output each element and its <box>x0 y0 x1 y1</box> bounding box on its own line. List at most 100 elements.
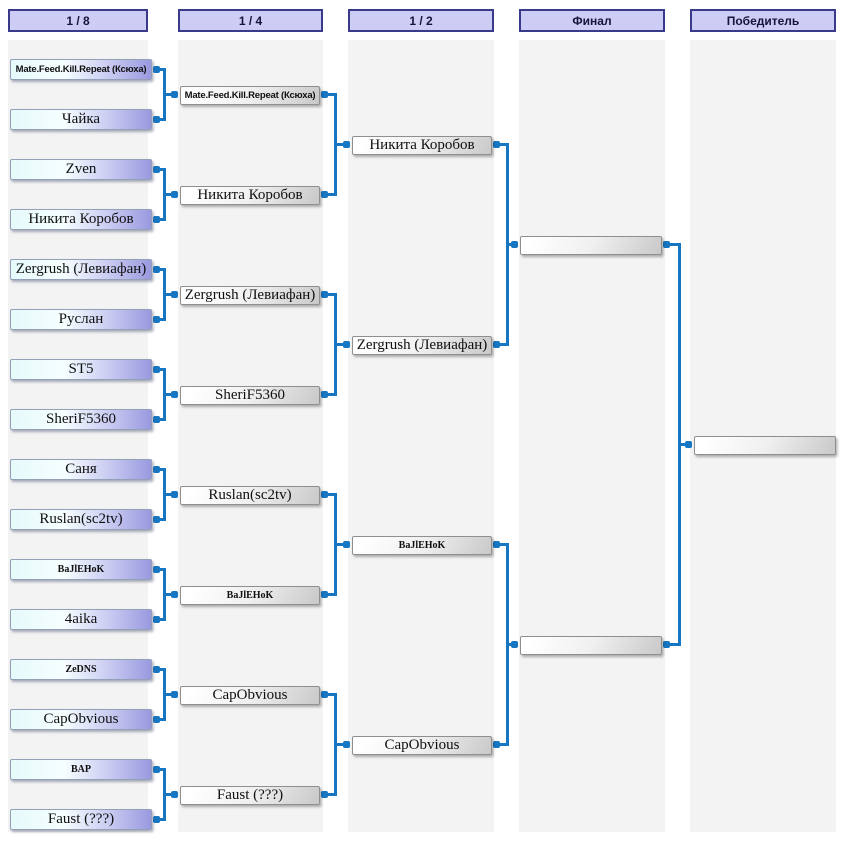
connector-dot <box>153 216 160 223</box>
connector-line <box>334 343 350 346</box>
connector-line <box>322 593 337 596</box>
connector-line <box>154 68 166 71</box>
connector-dot <box>171 391 178 398</box>
connector-line <box>154 368 166 371</box>
lane-quarterfinals <box>178 40 323 832</box>
connector-dot <box>171 791 178 798</box>
connector-line <box>494 343 509 346</box>
connector-line <box>322 93 337 96</box>
connector-dot <box>153 566 160 573</box>
quarterfinal-slot-8[interactable]: Faust (???) <box>180 786 320 805</box>
quarterfinal-slot-3[interactable]: Zergrush (Левиафан) <box>180 286 320 305</box>
connector-dot <box>511 241 518 248</box>
connector-dot <box>343 541 350 548</box>
r16-slot-5[interactable]: Zergrush (Левиафан) <box>10 259 152 280</box>
r16-slot-8[interactable]: SheriF5360 <box>10 409 152 430</box>
connector-line <box>154 518 166 521</box>
r16-slot-12[interactable]: 4aika <box>10 609 152 630</box>
r16-slot-1[interactable]: Mate.Feed.Kill.Repeat (Ксюха) <box>10 59 152 80</box>
connector-line <box>163 693 178 696</box>
r16-slot-15[interactable]: BAP <box>10 759 152 780</box>
connector-line <box>163 393 178 396</box>
connector-dot <box>493 141 500 148</box>
connector-line <box>163 593 178 596</box>
quarterfinal-slot-1[interactable]: Mate.Feed.Kill.Repeat (Ксюха) <box>180 86 320 105</box>
connector-dot <box>153 166 160 173</box>
semifinal-slot-1[interactable]: Никита Коробов <box>352 136 492 155</box>
connector-dot <box>153 116 160 123</box>
quarterfinal-slot-4[interactable]: SheriF5360 <box>180 386 320 405</box>
r16-slot-14[interactable]: CapObvious <box>10 709 152 730</box>
connector-dot <box>321 491 328 498</box>
connector-line <box>154 418 166 421</box>
quarterfinal-slot-6[interactable]: BaJlEHoK <box>180 586 320 605</box>
connector-line <box>494 143 509 146</box>
r16-slot-4[interactable]: Никита Коробов <box>10 209 152 230</box>
connector-line <box>154 568 166 571</box>
connector-line <box>664 643 681 646</box>
connector-dot <box>153 416 160 423</box>
connector-line <box>154 768 166 771</box>
connector-dot <box>171 91 178 98</box>
connector-dot <box>153 316 160 323</box>
column-header-quarterfinals: 1 / 4 <box>178 9 323 32</box>
r16-slot-9[interactable]: Саня <box>10 459 152 480</box>
quarterfinal-slot-5[interactable]: Ruslan(sc2tv) <box>180 486 320 505</box>
connector-dot <box>343 141 350 148</box>
connector-dot <box>171 591 178 598</box>
connector-line <box>154 268 166 271</box>
connector-dot <box>153 766 160 773</box>
semifinal-slot-4[interactable]: CapObvious <box>352 736 492 755</box>
connector-dot <box>343 741 350 748</box>
connector-dot <box>171 491 178 498</box>
connector-line <box>154 818 166 821</box>
connector-dot <box>343 341 350 348</box>
connector-line <box>163 793 178 796</box>
connector-line <box>163 193 178 196</box>
quarterfinal-slot-7[interactable]: CapObvious <box>180 686 320 705</box>
connector-line <box>494 743 509 746</box>
r16-slot-7[interactable]: ST5 <box>10 359 152 380</box>
connector-line <box>334 743 350 746</box>
connector-line <box>334 143 350 146</box>
r16-slot-11[interactable]: BaJlEHoK <box>10 559 152 580</box>
r16-slot-10[interactable]: Ruslan(sc2tv) <box>10 509 152 530</box>
connector-dot <box>153 666 160 673</box>
semifinal-slot-3[interactable]: BaJlEHoK <box>352 536 492 555</box>
r16-slot-2[interactable]: Чайка <box>10 109 152 130</box>
semifinal-slot-2[interactable]: Zergrush (Левиафан) <box>352 336 492 355</box>
connector-line <box>163 493 178 496</box>
column-header-final: Финал <box>519 9 665 32</box>
r16-slot-16[interactable]: Faust (???) <box>10 809 152 830</box>
r16-slot-6[interactable]: Руслан <box>10 309 152 330</box>
connector-line <box>322 793 337 796</box>
connector-dot <box>493 741 500 748</box>
connector-dot <box>171 691 178 698</box>
connector-line <box>154 118 166 121</box>
connector-dot <box>493 341 500 348</box>
connector-dot <box>663 641 670 648</box>
connector-dot <box>493 541 500 548</box>
connector-dot <box>663 241 670 248</box>
r16-slot-13[interactable]: ZeDNS <box>10 659 152 680</box>
connector-line <box>154 218 166 221</box>
r16-slot-3[interactable]: Zven <box>10 159 152 180</box>
final-slot-2 <box>520 636 662 655</box>
final-slot-1 <box>520 236 662 255</box>
connector-line <box>664 243 681 246</box>
quarterfinal-slot-2[interactable]: Никита Коробов <box>180 186 320 205</box>
column-header-winner: Победитель <box>690 9 836 32</box>
lane-semifinals <box>348 40 494 832</box>
lane-final <box>519 40 665 832</box>
connector-dot <box>511 641 518 648</box>
connector-dot <box>685 441 692 448</box>
connector-line <box>322 693 337 696</box>
connector-line <box>322 193 337 196</box>
connector-line <box>154 718 166 721</box>
connector-line <box>322 493 337 496</box>
connector-line <box>163 93 178 96</box>
connector-dot <box>321 291 328 298</box>
connector-dot <box>153 516 160 523</box>
connector-dot <box>321 691 328 698</box>
